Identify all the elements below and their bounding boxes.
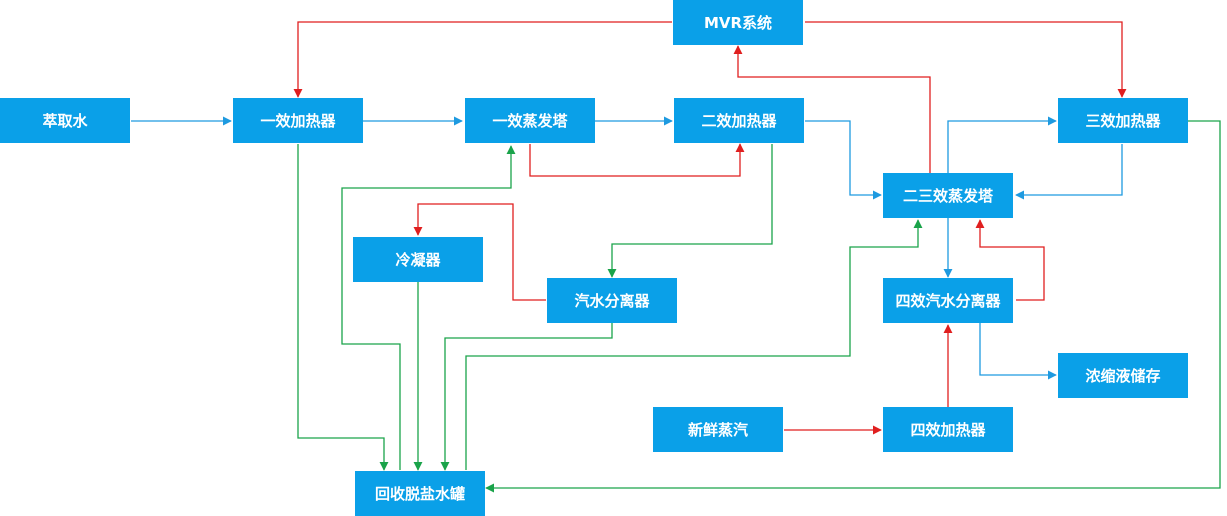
node-heater4: 四效加热器 [883, 407, 1013, 452]
flow-evap1-to-heater2 [529, 143, 745, 177]
node-separator4: 四效汽水分离器 [883, 278, 1013, 323]
node-concentrate-storage: 浓缩液储存 [1058, 353, 1188, 398]
node-condenser: 冷凝器 [353, 237, 483, 282]
flow-mvr-to-heater3 [805, 21, 1127, 98]
flow-separator4-to-concentrate [979, 323, 1057, 380]
flow-evap23-to-mvr [733, 45, 931, 173]
flow-heater1-to-tank [297, 144, 389, 471]
node-fresh-steam: 新鲜蒸汽 [653, 407, 783, 452]
flow-tank-to-evap1 [341, 145, 516, 470]
flow-heater2-to-evap23 [805, 120, 882, 200]
node-mvr-system: MVR系统 [673, 0, 803, 45]
node-evap1: 一效蒸发塔 [465, 98, 595, 143]
node-heater2: 二效加热器 [674, 98, 804, 143]
flow-heater3-to-tank [485, 120, 1221, 493]
flow-tank-to-evap23 [465, 219, 923, 470]
node-heater3: 三效加热器 [1058, 98, 1188, 143]
node-heater1: 一效加热器 [233, 98, 363, 143]
flow-separator-to-condenser [413, 203, 546, 301]
node-evap23: 二三效蒸发塔 [883, 173, 1013, 218]
flow-heater2-to-separator [607, 144, 773, 278]
node-extract-water: 萃取水 [0, 98, 130, 143]
flow-separator-to-tank [440, 323, 613, 471]
node-recovery-tank: 回收脱盐水罐 [355, 471, 485, 516]
flow-evap23-to-heater3 [947, 116, 1057, 173]
flow-heater3-to-evap23 [1015, 144, 1123, 200]
flow-separator4-to-evap23 [975, 219, 1045, 301]
node-separator: 汽水分离器 [547, 278, 677, 323]
flow-mvr-to-heater1 [293, 21, 672, 98]
